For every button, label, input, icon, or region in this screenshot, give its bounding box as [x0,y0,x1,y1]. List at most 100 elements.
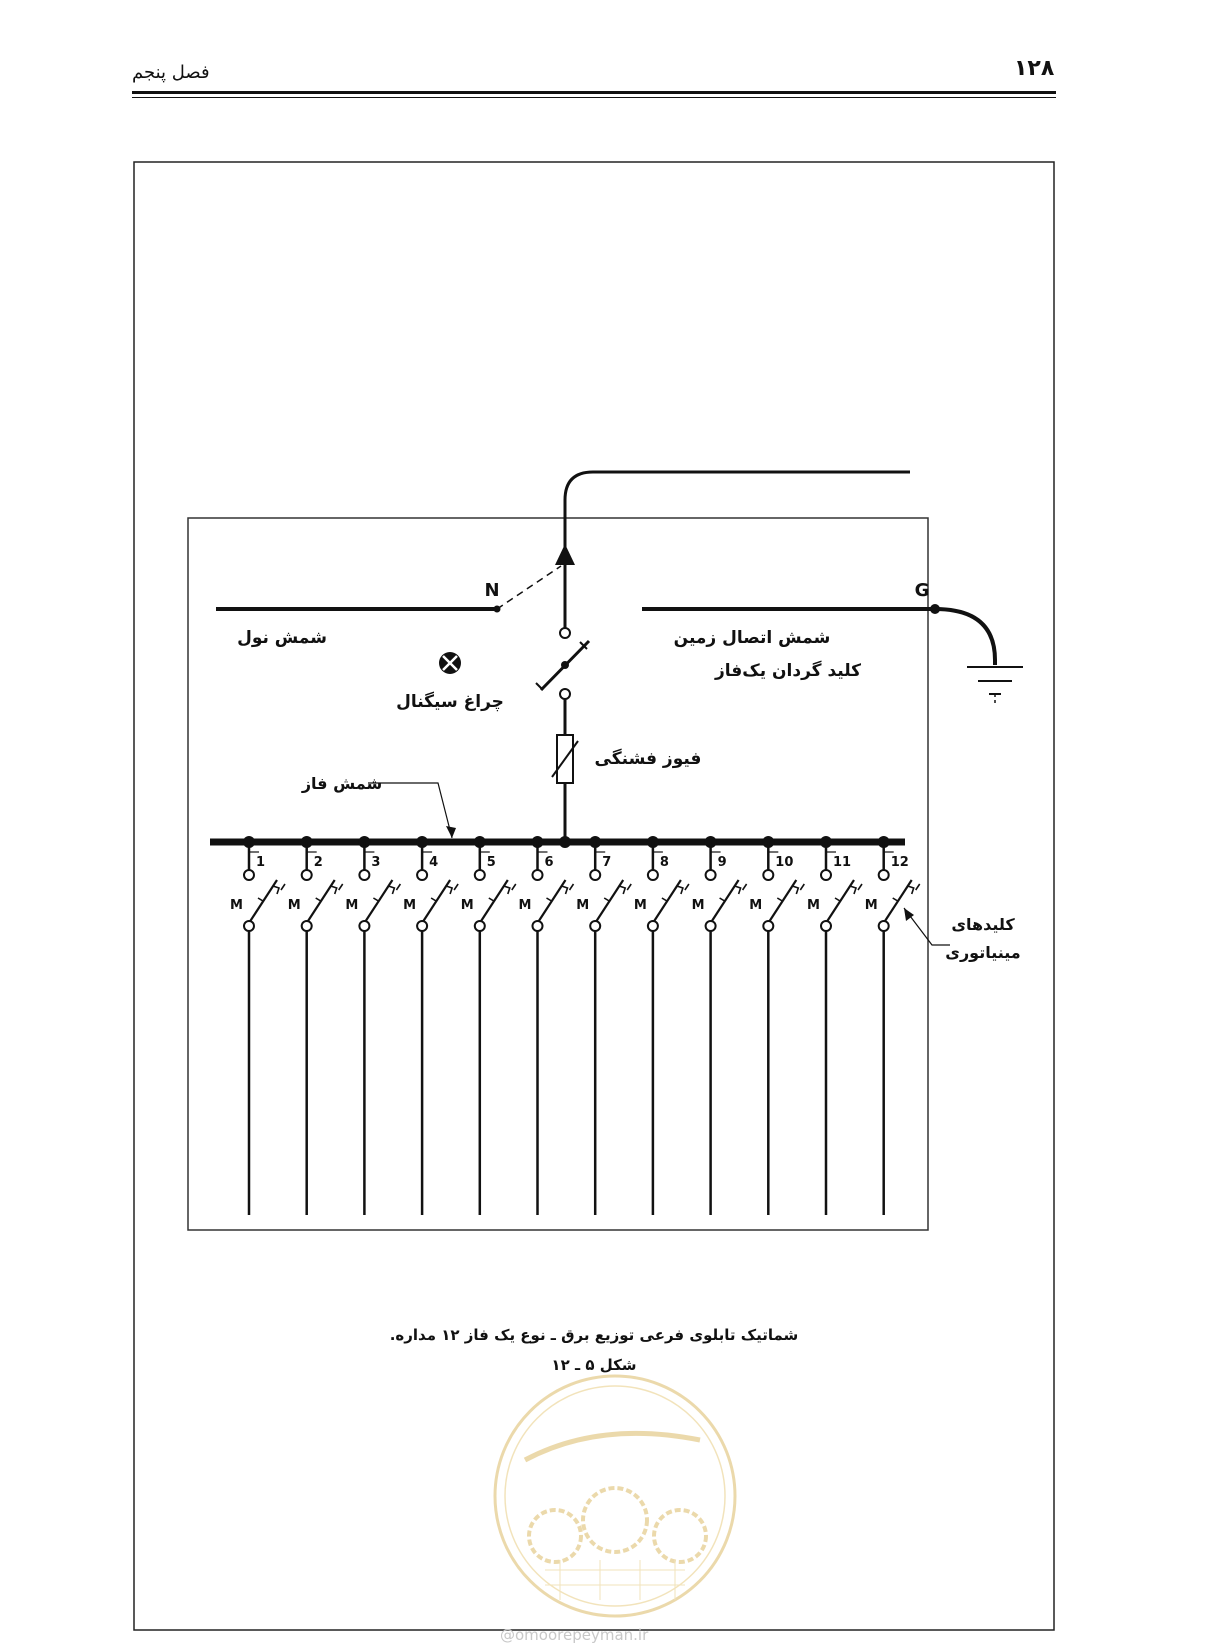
ground-terminal-label: G [915,580,930,601]
circuit-8: 8M [634,836,690,1215]
figure-frame [133,161,1055,1631]
breaker-mark: M [865,898,878,913]
breaker-mark: M [461,898,474,913]
breaker-contact-top [243,869,255,881]
neutral-terminal-dot [493,605,501,613]
fuse-label: فیوز فشنگی [595,748,702,769]
breaker-trip-icon [776,883,805,902]
breaker-trip-icon [834,883,863,902]
breaker-mark: M [288,898,301,913]
breaker-blade [478,879,509,924]
breaker-contact-bottom [820,920,832,932]
signal-lamp-label: چراغ سیگنال [396,691,504,712]
neutral-dashed-link [496,565,562,610]
breaker-mark: M [519,898,532,913]
neutral-terminal-label: N [484,580,499,601]
breaker-blade [651,879,682,924]
breaker-trip-icon [546,883,575,902]
panel-enclosure [187,517,929,1231]
breaker-contact-bottom [646,920,659,932]
breaker-mark: M [403,898,416,913]
breaker-contact-bottom [416,920,429,932]
breaker-trip-icon [892,883,921,902]
circuit-7: 7M [576,836,632,1215]
mcb-label-line2: مینیاتوری [945,943,1020,962]
switch-contact-top [559,627,571,639]
circuit-3: 3M [345,836,402,1215]
ground-lead [934,607,997,665]
breaker-contact-bottom [473,920,486,932]
breaker-contact-top [300,869,313,881]
breaker-contact-top [820,869,832,881]
circuit-number: 11 [833,855,851,870]
circuit-number: 1 [256,855,265,870]
breaker-blade [363,879,394,924]
circuit-9: 9M [692,836,748,1215]
circuit-10: 10M [749,836,805,1215]
ground-bus-label: شمش اتصال زمین [674,628,831,648]
breaker-trip-icon [430,883,459,902]
chapter-title: فصل پنجم [132,62,210,83]
page-number: ۱۲۸ [1014,56,1055,81]
circuit-5: 5M [461,836,517,1215]
breaker-blade [421,879,452,924]
breaker-mark: M [634,898,647,913]
breaker-contact-top [762,869,775,881]
cartridge-fuse-icon [551,734,579,784]
circuit-number: 3 [371,855,380,870]
rotary-switch-label: کلید گردان یک‌فاز [714,660,861,681]
breaker-blade [825,879,855,924]
neutral-bus-label: شمش نول [237,628,327,648]
breaker-contact-top [704,869,717,881]
breaker-mark: M [807,898,820,913]
circuit-number: 2 [314,855,323,870]
breaker-blade [248,879,278,924]
breaker-trip-icon [315,883,344,902]
circuit-12: 12M [865,836,921,1215]
breaker-blade [536,879,567,924]
header-rule-thin [132,97,1056,98]
breaker-trip-icon [488,883,517,902]
breaker-contact-bottom [300,920,313,932]
breaker-trip-icon [719,883,748,902]
breaker-contact-top [531,869,544,881]
breaker-trip-icon [372,883,402,902]
arrow-icon [555,544,575,565]
circuit-number: 12 [891,855,909,870]
circuit-6: 6M [519,836,575,1215]
breaker-contact-bottom [704,920,717,932]
breaker-contact-top [358,869,371,881]
breaker-mark: M [692,898,705,913]
breaker-mark: M [576,898,589,913]
incoming-cable [563,470,910,615]
earth-ground-icon [967,666,1023,704]
mcb-leader [903,907,950,946]
circuit-4: 4M [403,836,459,1215]
circuit-number: 10 [775,855,793,870]
breaker-contact-top [589,869,602,881]
breaker-contact-top [646,869,659,881]
breaker-blade [767,879,798,924]
phase-bus-label: شمش فاز [301,774,382,793]
signal-lamp-icon [439,652,461,674]
breaker-blade [305,879,336,924]
circuit-number: 5 [487,855,496,870]
breaker-trip-icon [257,883,286,902]
switch-contact-bottom [559,688,571,700]
breaker-contact-bottom [531,920,544,932]
figure-caption: شماتیک تابلوی فرعی توزیع برق ـ نوع یک فا… [389,1326,799,1344]
breaker-contact-bottom [243,920,255,932]
phase-bus-leader [368,782,453,839]
breaker-contact-top [473,869,486,881]
phase-bus-feed-dot [559,836,571,848]
header-rule-thick [132,91,1056,94]
circuit-number: 6 [545,855,554,870]
watermark-seal [493,1374,737,1618]
circuit-number: 8 [660,855,669,870]
breaker-mark: M [345,898,358,913]
figure-number: شکل ۵ ـ ۱۲ [551,1356,637,1374]
breaker-blade [594,879,625,924]
breaker-mark: M [749,898,762,913]
breaker-contact-bottom [762,920,775,932]
breaker-trip-icon [661,883,690,902]
